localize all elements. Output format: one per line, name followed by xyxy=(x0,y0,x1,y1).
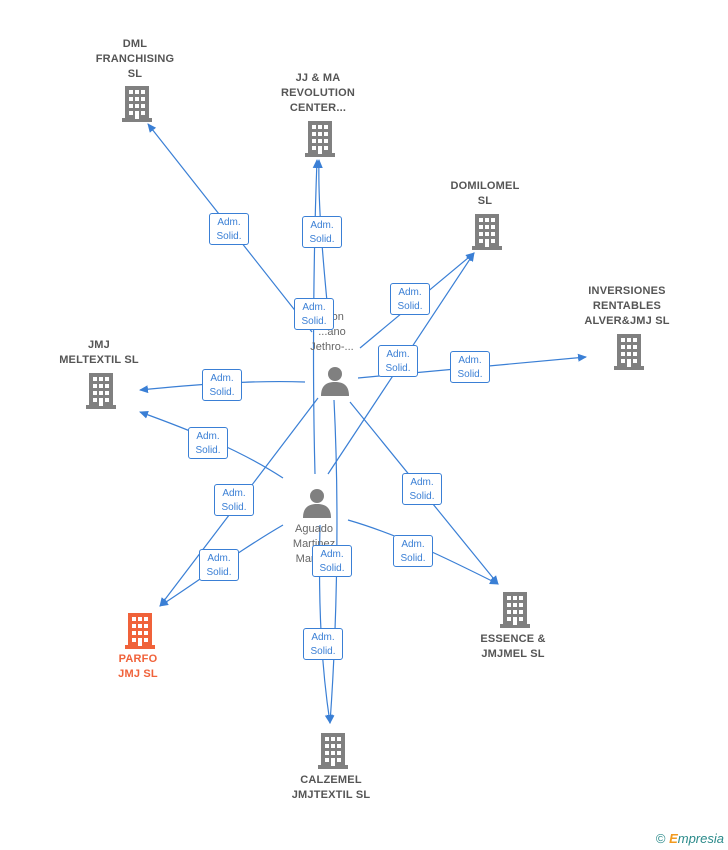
company-label-calzemel[interactable]: CALZEMEL JMJTEXTIL SL xyxy=(291,774,371,801)
edge-label-p1-essence[interactable]: Adm. Solid. xyxy=(402,473,442,505)
edge-label-p2-essence[interactable]: Adm. Solid. xyxy=(393,535,433,567)
building-icon[interactable] xyxy=(614,334,644,370)
edge-label-p1-dml[interactable]: Adm. Solid. xyxy=(209,213,249,245)
edge-label-p1-jjma[interactable]: Adm. Solid. xyxy=(302,216,342,248)
company-label-dml[interactable]: DML FRANCHISING SL xyxy=(95,38,175,80)
edge-label-p1-calzemel[interactable]: Adm. Solid. xyxy=(312,545,352,577)
company-label-inversiones[interactable]: INVERSIONES RENTABLES ALVER&JMJ SL xyxy=(584,285,670,327)
edge-label-p2-parfo[interactable]: Adm. Solid. xyxy=(199,549,239,581)
company-label-jjma[interactable]: JJ & MA REVOLUTION CENTER... xyxy=(280,72,356,114)
edge-label-p1-domilomel[interactable]: Adm. Solid. xyxy=(390,283,430,315)
company-label-meltextil[interactable]: JMJ MELTEXTIL SL xyxy=(59,339,139,366)
copyright-icon: © xyxy=(655,831,666,846)
building-icon[interactable] xyxy=(318,733,348,769)
edge-label-p2-domilomel[interactable]: Adm. Solid. xyxy=(378,345,418,377)
edge-label-p2-jjma[interactable]: Adm. Solid. xyxy=(294,298,334,330)
company-label-domilomel[interactable]: DOMILOMEL SL xyxy=(450,180,520,207)
brand-logo-initial: E xyxy=(669,831,678,846)
building-icon[interactable] xyxy=(122,86,152,122)
edge-label-p1-meltextil[interactable]: Adm. Solid. xyxy=(202,369,242,401)
company-label-parfo[interactable]: PARFO JMJ SL xyxy=(118,653,158,680)
person-icon[interactable] xyxy=(320,366,350,396)
edge-label-p1-parfo[interactable]: Adm. Solid. xyxy=(214,484,254,516)
person-icon[interactable] xyxy=(302,488,332,518)
brand-watermark: © Empresia xyxy=(656,831,724,846)
brand-logo-text: mpresia xyxy=(677,831,724,846)
building-icon[interactable] xyxy=(472,214,502,250)
edge-label-p2-meltextil[interactable]: Adm. Solid. xyxy=(188,427,228,459)
edge-label-p2-calzemel[interactable]: Adm. Solid. xyxy=(303,628,343,660)
edge-label-p1-inversiones[interactable]: Adm. Solid. xyxy=(450,351,490,383)
company-label-essence[interactable]: ESSENCE & JMJMEL SL xyxy=(480,633,546,660)
building-icon[interactable] xyxy=(500,592,530,628)
building-icon[interactable] xyxy=(305,121,335,157)
building-icon[interactable] xyxy=(86,373,116,409)
building-icon[interactable] xyxy=(125,613,155,649)
